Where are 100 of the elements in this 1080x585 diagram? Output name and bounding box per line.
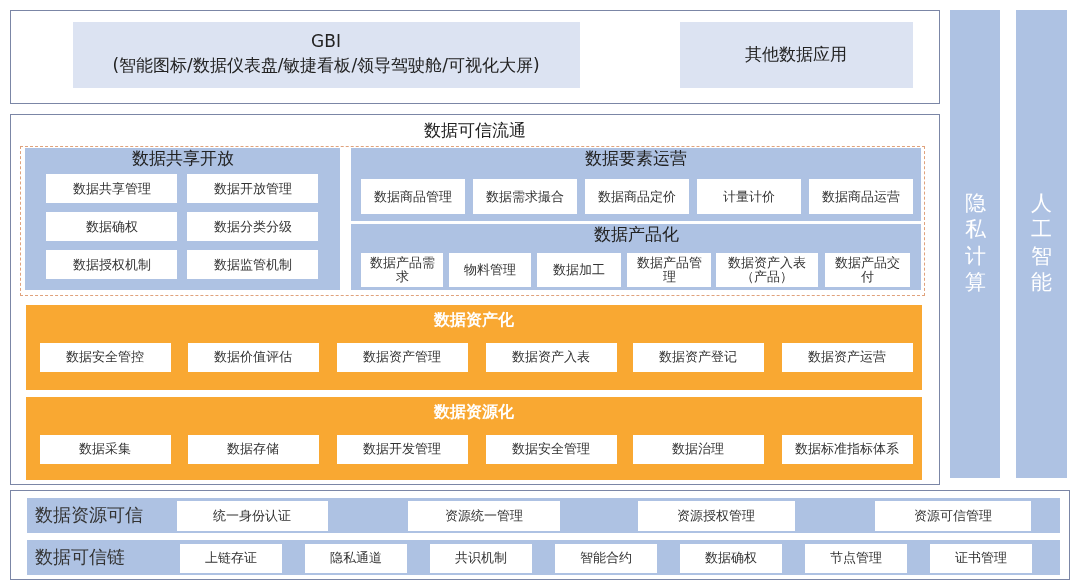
box-label: 数据共享管理 — [71, 181, 152, 196]
box-label: 证书管理 — [953, 550, 1008, 566]
box-label: 数据商品定价 — [597, 189, 677, 204]
module-box — [473, 179, 577, 214]
box-title: GBI — [310, 31, 342, 52]
module-box — [361, 253, 443, 287]
module-box — [929, 543, 1032, 573]
module-box — [632, 342, 764, 372]
box-label: 数据资产运营 — [807, 349, 887, 365]
box-label: 资源统一管理 — [443, 508, 524, 523]
box-label: 共识机制 — [453, 550, 508, 566]
module-box — [46, 174, 177, 203]
module-box — [304, 543, 407, 573]
box-label: 数据采集 — [78, 441, 132, 457]
layer-title: 数据资源化 — [432, 402, 515, 421]
box-label: 数据标准指标体系 — [794, 441, 900, 457]
box-label: 数据存储 — [226, 441, 280, 457]
module-box — [39, 434, 171, 464]
box-label: (智能图标/数据仪表盘/敏捷看板/领导驾驶舱/可视化大屏) — [111, 55, 541, 76]
box-label: 数据授权机制 — [71, 257, 152, 272]
box-label: 资源授权管理 — [676, 508, 756, 523]
layer-band — [26, 539, 1060, 575]
module-panel — [351, 148, 921, 221]
layer-band — [26, 497, 1060, 533]
module-box — [336, 434, 468, 464]
module-box — [179, 543, 282, 573]
layer-title: 数据可信链 — [34, 546, 125, 568]
module-panel — [25, 148, 340, 290]
module-box — [407, 500, 560, 531]
module-box — [485, 434, 617, 464]
box-label: 上链存证 — [203, 550, 258, 566]
box-label: 数据确权 — [84, 219, 139, 234]
module-box — [627, 253, 711, 287]
box-label: 统一身份认证 — [212, 508, 292, 523]
panel-title: 数据要素运营 — [584, 149, 688, 169]
application-box — [679, 21, 913, 88]
application-box — [72, 21, 580, 88]
module-box — [485, 342, 617, 372]
module-box — [809, 179, 913, 214]
box-label: 数据需求撮合 — [485, 189, 565, 204]
module-box — [39, 342, 171, 372]
module-box — [187, 174, 318, 203]
module-box — [679, 543, 782, 573]
module-box — [554, 543, 657, 573]
panel-title: 数据共享开放 — [130, 149, 235, 169]
module-box — [781, 342, 913, 372]
layer-band — [25, 396, 922, 480]
module-box — [874, 500, 1031, 531]
layer-band — [25, 304, 922, 390]
module-box — [46, 250, 177, 279]
module-panel — [351, 224, 921, 290]
box-label: 数据产品需求 — [368, 255, 436, 285]
box-label: 计量计价 — [722, 189, 776, 204]
box-label: 其他数据应用 — [744, 44, 848, 65]
module-box — [537, 253, 621, 287]
module-box — [187, 434, 319, 464]
box-label: 数据资产入表 — [511, 349, 591, 365]
module-box — [361, 179, 465, 214]
box-label: 数据资产登记 — [658, 349, 738, 365]
dashed-frame — [19, 145, 925, 296]
layer-frame — [10, 114, 940, 485]
layer-title: 数据资源可信 — [34, 504, 143, 526]
box-label: 数据监管机制 — [212, 257, 293, 272]
side-bar — [950, 10, 1000, 478]
box-label: 物料管理 — [463, 262, 517, 278]
side-bar — [1016, 10, 1067, 478]
box-label: 数据开发管理 — [362, 441, 442, 457]
module-box — [449, 253, 531, 287]
box-label: 数据分类分级 — [212, 219, 293, 234]
panel-title: 数据产品化 — [592, 225, 680, 245]
module-box — [187, 342, 319, 372]
box-label: 数据产品管理 — [635, 255, 703, 285]
bar-label: 隐私计算 — [964, 190, 986, 295]
layer-frame — [10, 490, 1070, 580]
module-box — [825, 253, 910, 287]
box-label: 数据安全管控 — [65, 349, 145, 365]
box-label: 数据安全管理 — [511, 441, 591, 457]
module-box — [637, 500, 795, 531]
module-box — [46, 212, 177, 241]
box-label: 数据确权 — [703, 550, 758, 566]
bar-label: 人工智能 — [1030, 190, 1053, 295]
module-box — [804, 543, 907, 573]
layer-title: 数据可信流通 — [423, 121, 527, 141]
box-label: 数据价值评估 — [213, 349, 293, 365]
layer-frame — [10, 10, 940, 104]
module-box — [176, 500, 328, 531]
module-box — [187, 212, 318, 241]
box-label: 数据治理 — [671, 441, 725, 457]
module-box — [697, 179, 801, 214]
box-label: 数据资产管理 — [362, 349, 442, 365]
module-box — [429, 543, 532, 573]
module-box — [632, 434, 764, 464]
module-box — [716, 253, 818, 287]
module-box — [187, 250, 318, 279]
box-label: 数据商品管理 — [373, 189, 453, 204]
box-label: 资源可信管理 — [912, 508, 993, 523]
module-box — [781, 434, 913, 464]
module-box — [585, 179, 689, 214]
box-label: 数据加工 — [552, 262, 606, 278]
box-label: 数据商品运营 — [821, 189, 901, 204]
